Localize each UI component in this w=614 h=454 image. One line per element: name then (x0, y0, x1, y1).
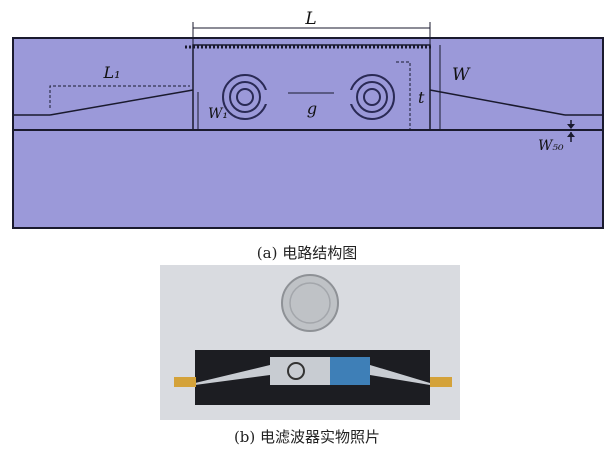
circuit-diagram: L L₁ W₁ g t W W₅₀ (12, 9, 604, 229)
right-ring-resonator (347, 74, 395, 120)
copper-trace-right (370, 365, 430, 385)
copper-resonator-area (270, 357, 330, 385)
dim-L1-label: L₁ (102, 63, 120, 82)
dim-W1-label: W₁ (208, 106, 228, 122)
dim-W50-label: W₅₀ (538, 138, 564, 154)
filter-photo (160, 265, 460, 420)
left-ring-resonator (222, 74, 271, 120)
sma-connector-left (174, 377, 196, 387)
dim-L1-line (49, 85, 190, 108)
blue-tape (330, 357, 370, 385)
substrate (12, 37, 604, 229)
left-taper (49, 89, 194, 116)
dim-W50-arrowhead-bottom (567, 132, 575, 137)
dim-g-label: g (307, 99, 317, 118)
coin-inner-ring (289, 282, 331, 324)
right-taper (429, 89, 566, 116)
caption-a: (a) 电路结构图 (256, 244, 358, 262)
dim-W-label: W (452, 65, 471, 85)
resonator-ring-photo (287, 362, 305, 380)
sma-connector-right (430, 377, 452, 387)
copper-trace-left (195, 365, 270, 385)
resonator-box (192, 44, 431, 131)
dim-L-label: L (304, 9, 316, 29)
caption-b: (b) 电滤波器实物照片 (233, 428, 381, 446)
dim-W50-arrowhead-top (567, 124, 575, 129)
dim-t-label: t (418, 88, 425, 107)
